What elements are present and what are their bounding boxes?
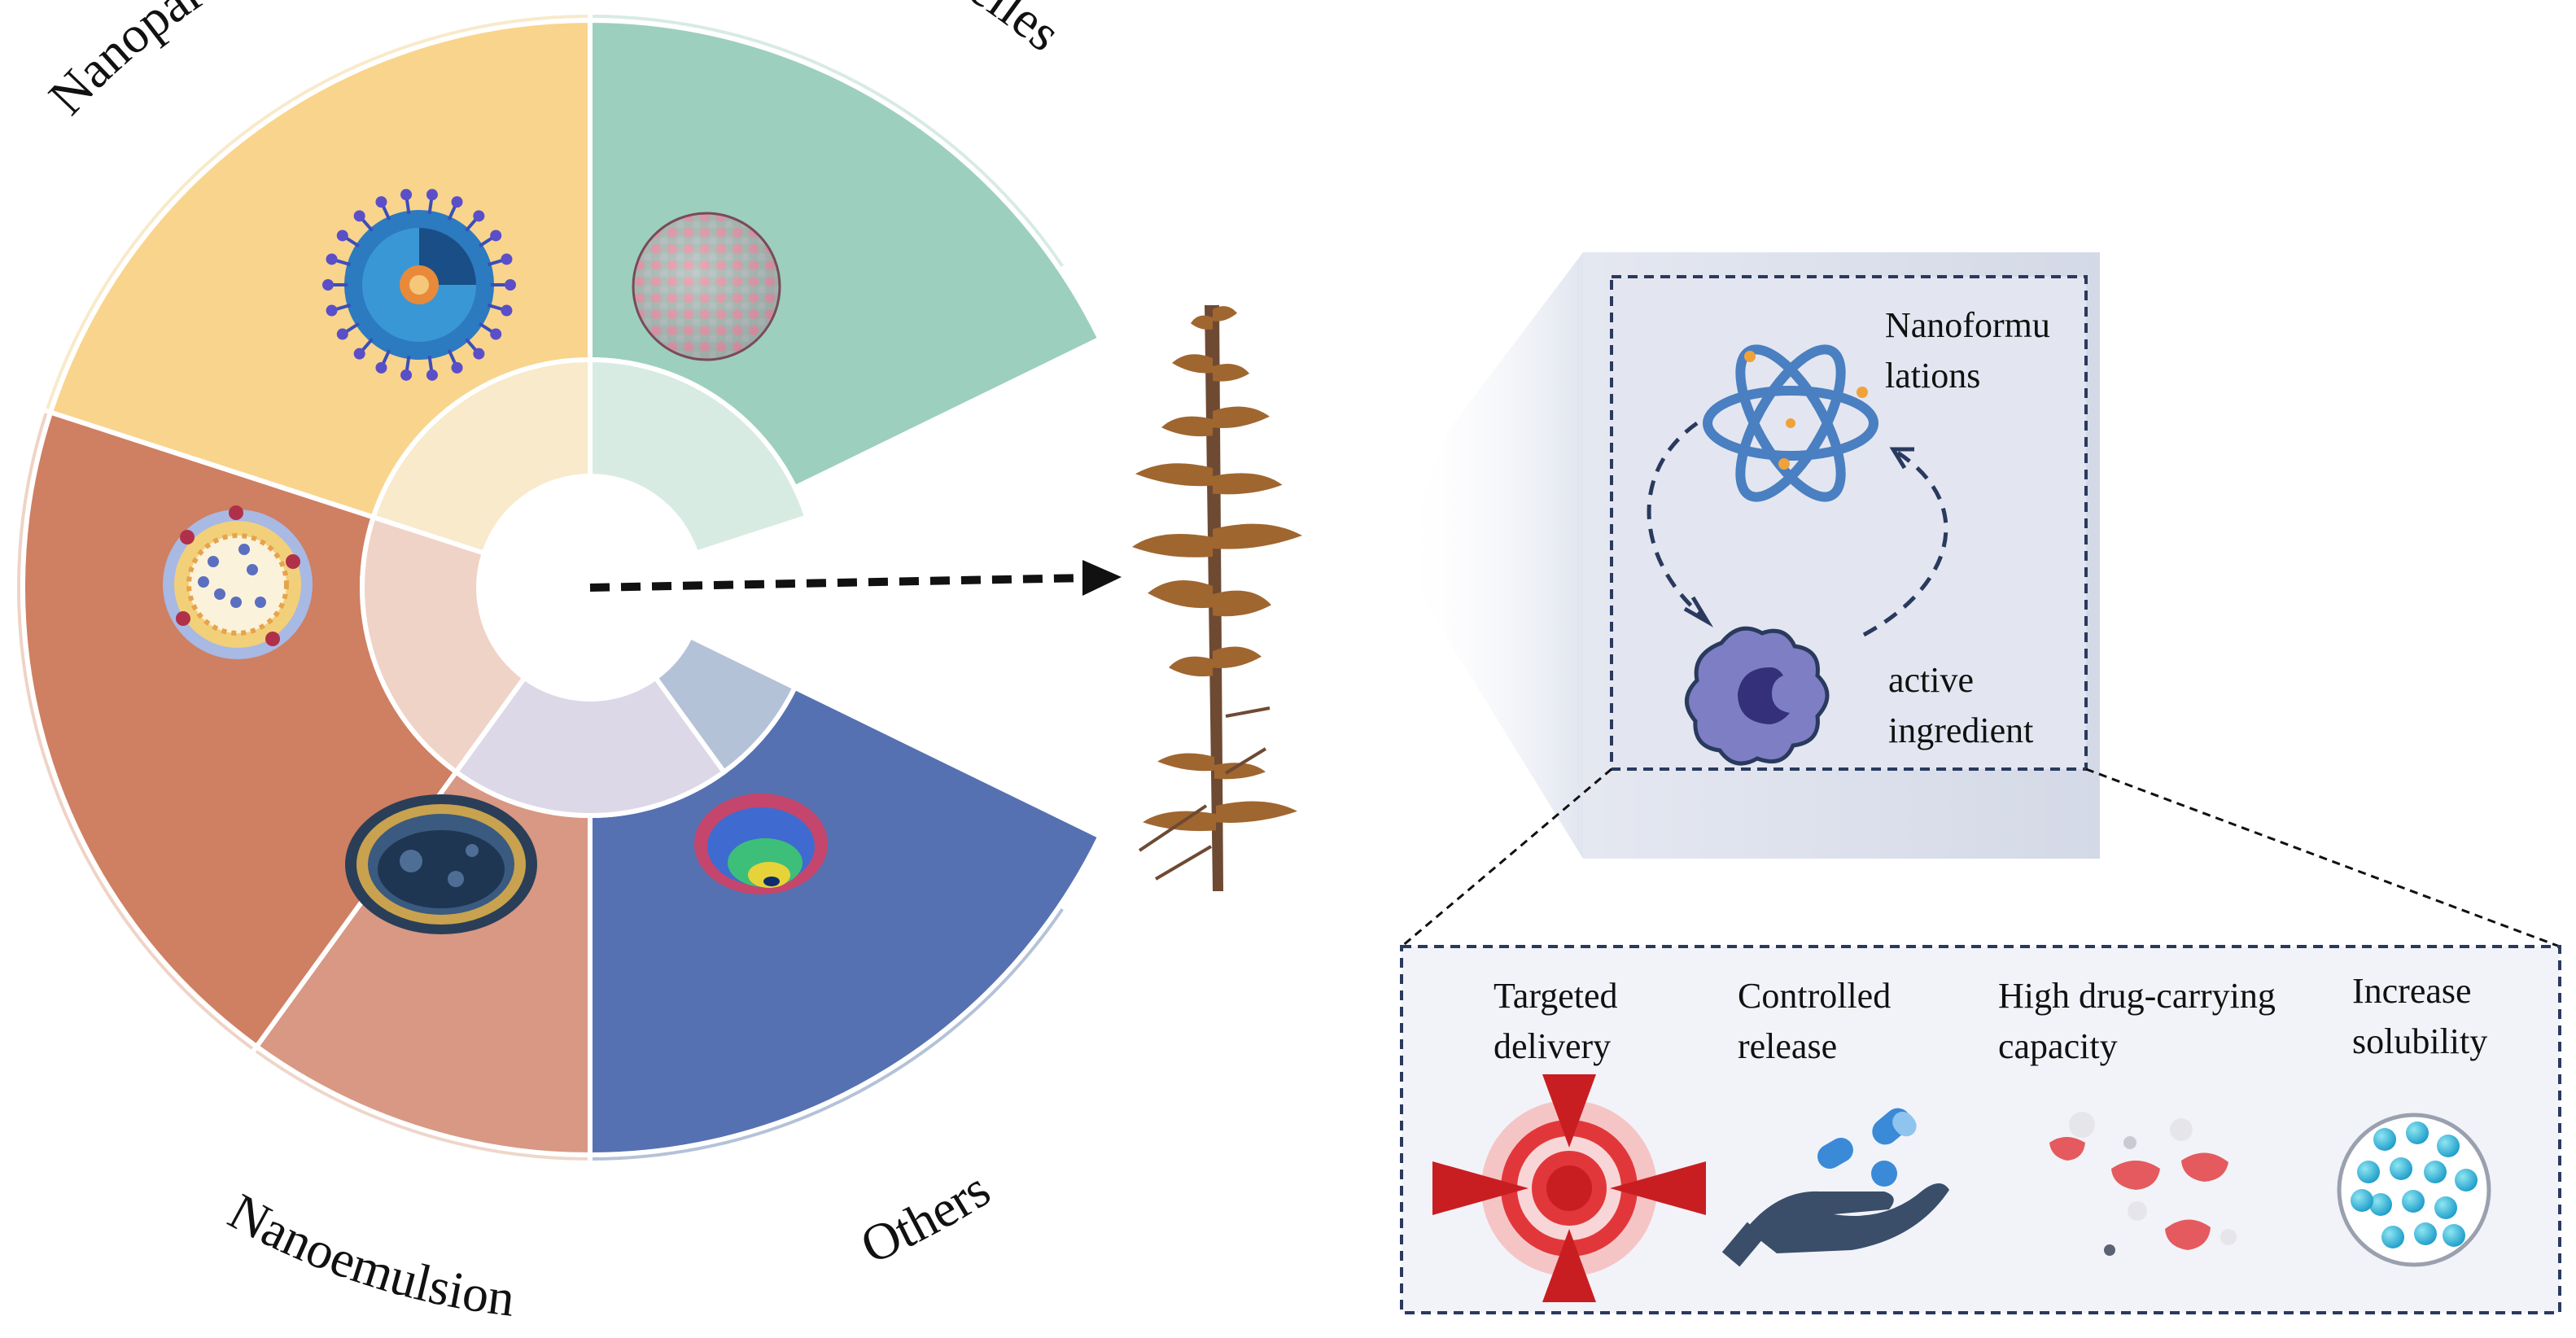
mechanism-box <box>1610 275 2088 771</box>
cycle-arrow-right <box>1862 449 1948 637</box>
drug-particles-icon <box>2049 1112 2237 1256</box>
nanoemulsion-image <box>345 794 537 934</box>
segment-label-nano-micelles: Nano micelles <box>776 0 1072 62</box>
cycle-arrow-left <box>1647 421 1707 620</box>
benefit-controlled-line1: Controlled <box>1738 976 1891 1016</box>
benefit-capacity-line2: capacity <box>1998 1026 2118 1066</box>
active-ingredient-label-line2: ingredient <box>1888 711 2033 750</box>
benefit-solubility-line1: Increase <box>2352 971 2472 1011</box>
benefit-solubility-line2: solubility <box>2352 1021 2487 1061</box>
zoom-line-left <box>1401 767 1612 948</box>
segment-inner-band <box>588 356 811 557</box>
segment-label-others: Others <box>852 1160 999 1275</box>
benefit-capacity-line1: High drug-carrying <box>1998 976 2276 1016</box>
liposome-payload <box>176 505 300 646</box>
segment-inner-band <box>360 514 528 776</box>
zoom-line-right <box>2085 767 2561 948</box>
tree-icon <box>1132 305 1302 891</box>
segment-nano-micelles <box>588 9 1104 557</box>
hand-pills-icon <box>1721 1108 1949 1267</box>
segment-label-nanoparticles: Nanoparticles <box>37 0 308 125</box>
nanoformulations-label-line2: lations <box>1885 356 1980 396</box>
benefit-controlled-line2: release <box>1738 1026 1837 1066</box>
nanoformulations-label-line1: Nanoformu <box>1885 305 2050 345</box>
micelle-image <box>632 212 781 361</box>
segment-inner-band <box>370 356 593 557</box>
cycle-arrowhead-left-icon <box>1683 596 1714 627</box>
benefit-targeted-line2: delivery <box>1494 1026 1611 1066</box>
nanotube-image <box>694 794 828 894</box>
nanocarrier-wheel: Nanoparticles Nano micellesNanoliposomesN… <box>0 0 1104 1327</box>
segment-label-nanoliposomes: Nanoliposomes <box>0 645 2 974</box>
segment-label-nanoemulsion: Nanoemulsion <box>220 1182 518 1327</box>
segment-nanoparticles <box>39 9 593 557</box>
nanoparticle-ligands <box>322 189 516 381</box>
zoom-projection <box>1400 252 1612 859</box>
cycle-arrowhead-right-icon <box>1889 447 1914 470</box>
center-inner-wedge <box>453 674 728 818</box>
active-ingredient-label-line1: active <box>1888 660 1974 700</box>
active-ingredient-icon <box>1685 626 1830 766</box>
atom-icon <box>1703 344 1878 502</box>
benefit-targeted-line1: Targeted <box>1494 976 1617 1016</box>
target-icon <box>1432 1074 1706 1302</box>
segment-nanoliposomes <box>12 406 528 1057</box>
nanoparticle-image <box>344 210 494 360</box>
arrowhead-icon <box>1082 560 1122 596</box>
wheel-to-tree-arrow <box>589 574 1087 592</box>
solubility-icon <box>2337 1113 2491 1267</box>
